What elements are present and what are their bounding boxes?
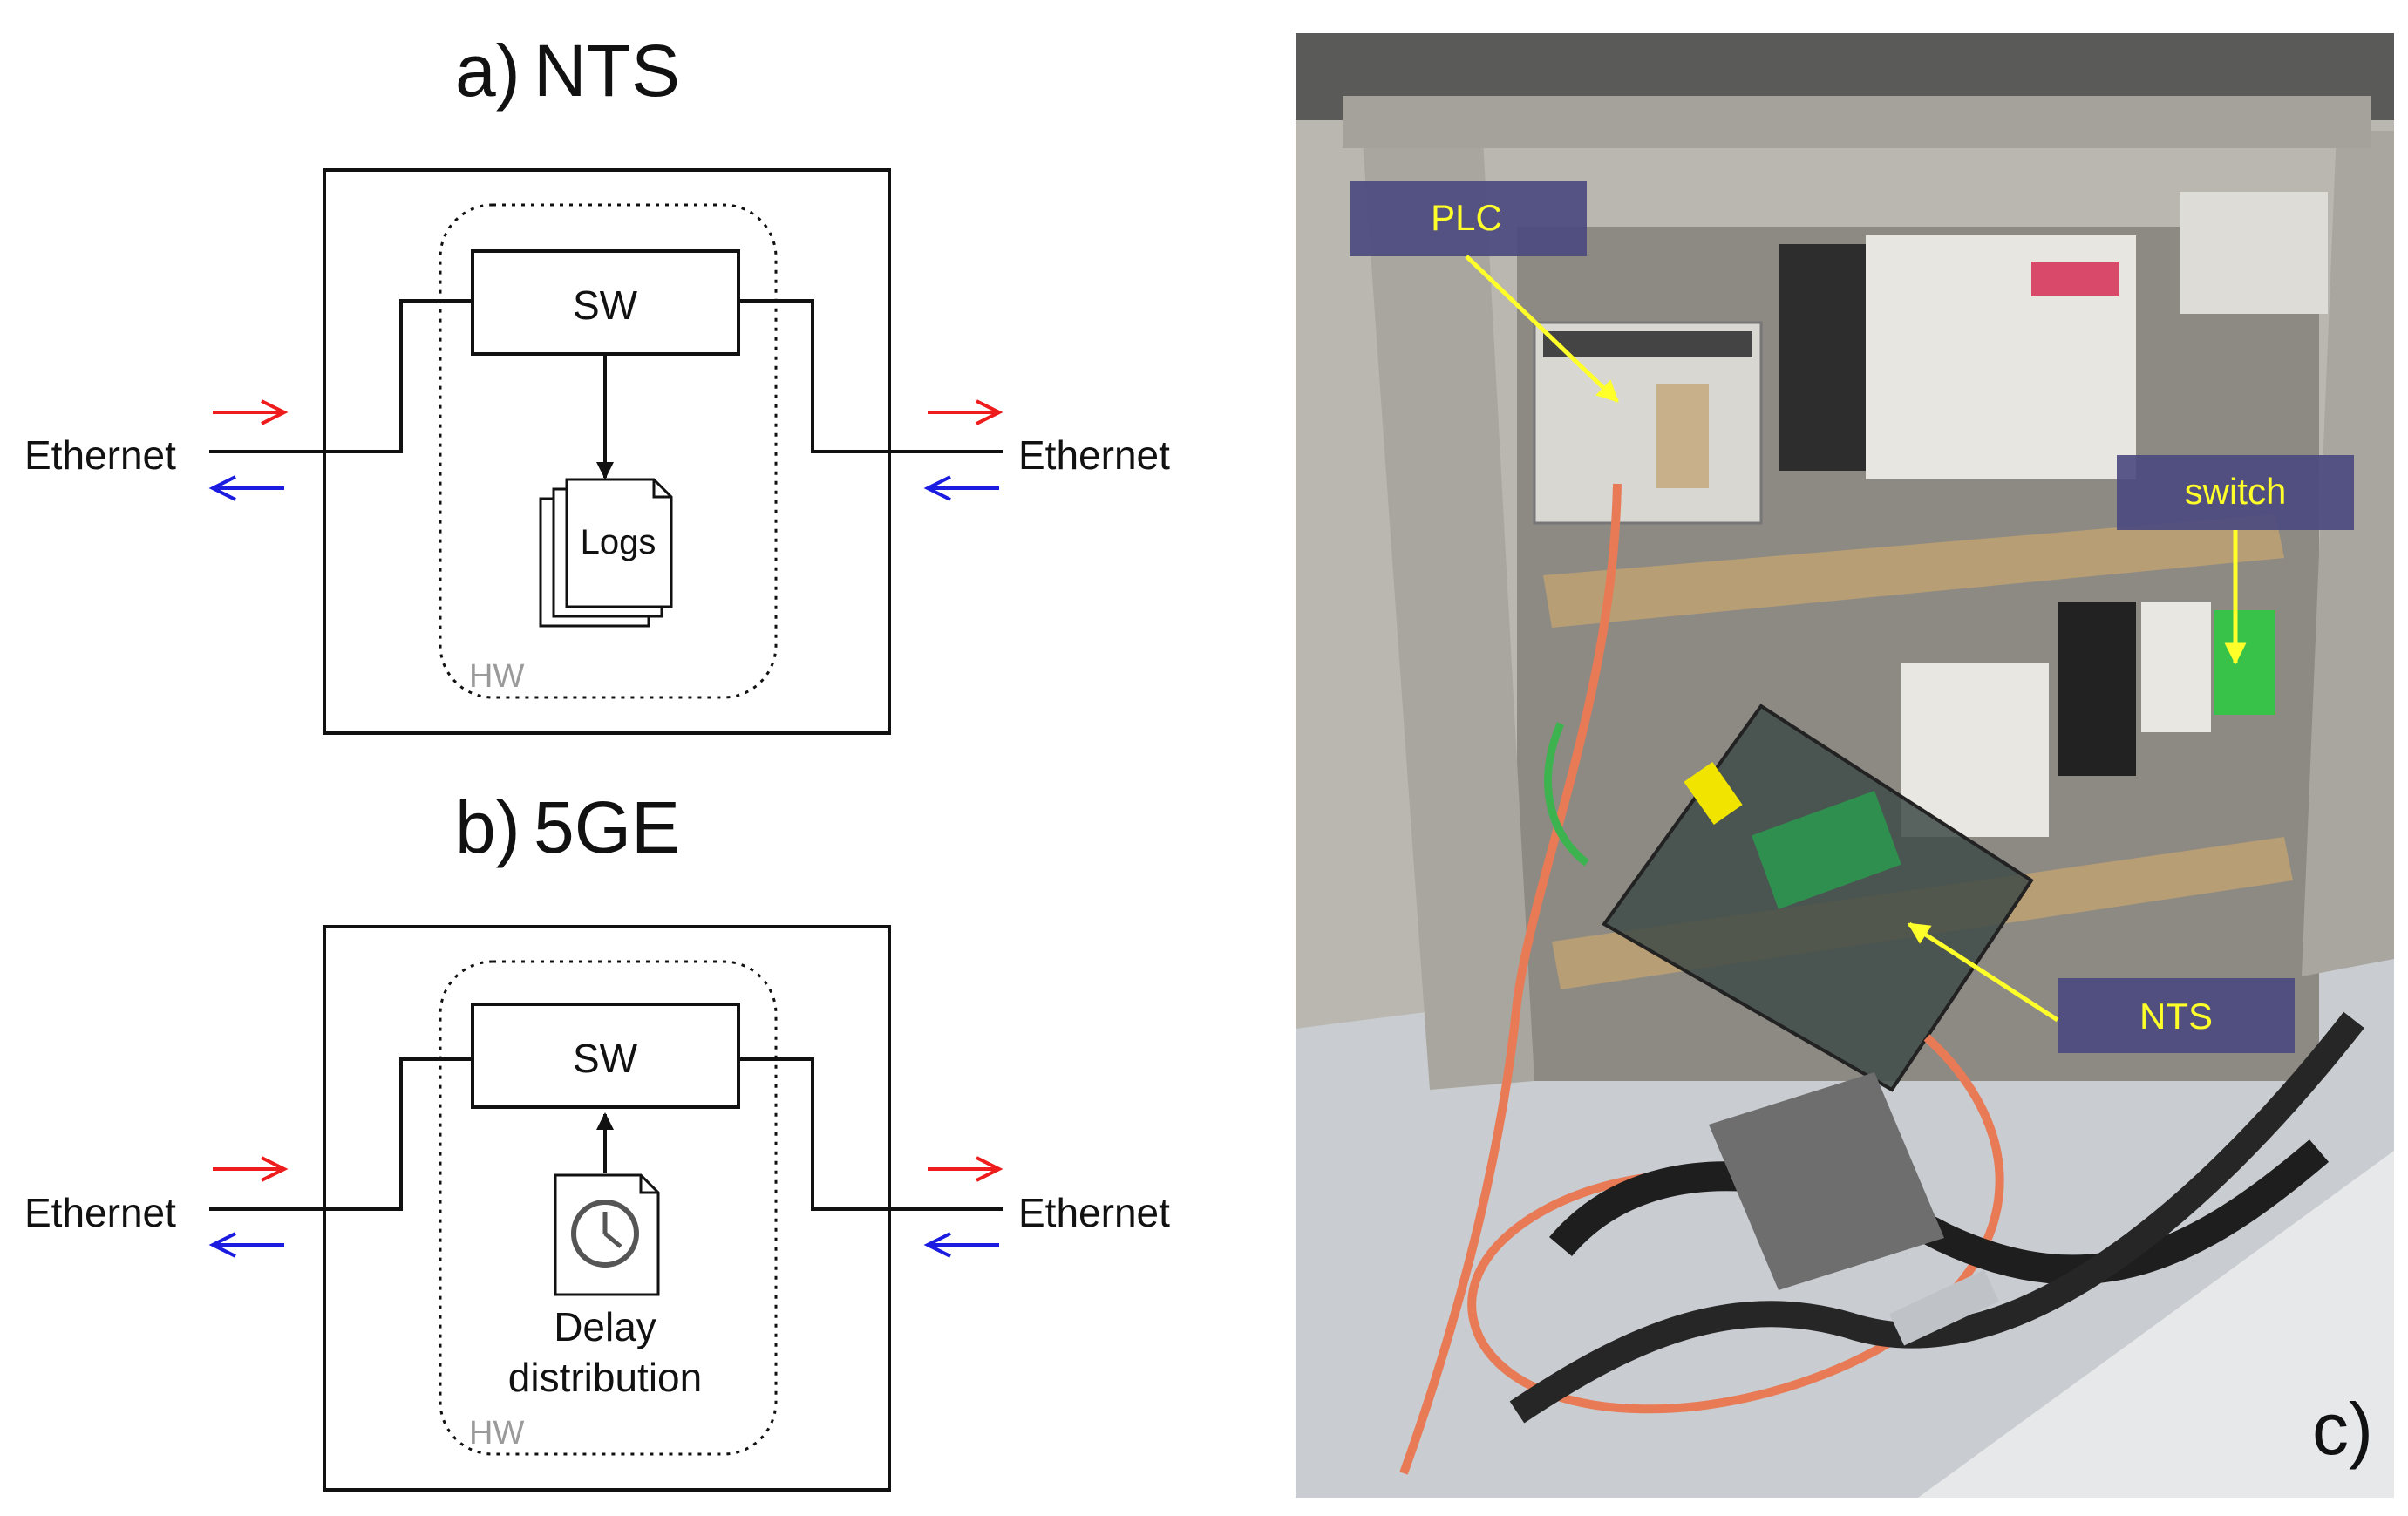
hw-label: HW xyxy=(469,1415,524,1451)
green-cable xyxy=(1544,722,1589,867)
hw-region xyxy=(439,203,778,699)
delay-label-line1: Delay xyxy=(554,1304,656,1349)
nts-cable xyxy=(1467,1034,2004,1414)
yellow-sticker xyxy=(1684,761,1743,826)
plc-plug xyxy=(1656,384,1709,488)
left-ethernet-label: Ethernet xyxy=(24,1190,176,1235)
right-ethernet-label: Ethernet xyxy=(1018,1190,1170,1235)
safety-relay xyxy=(2058,602,2136,776)
din-rail-upper xyxy=(1543,514,2284,628)
right-ethernet-label: Ethernet xyxy=(1018,432,1170,478)
callout-plc-arrow xyxy=(1465,255,1619,403)
right-arrows xyxy=(923,1156,1003,1258)
metal-bracket xyxy=(1889,1269,1999,1346)
panel-a: a) NTS HW SW Logs Ethernet Ethernet xyxy=(24,30,1170,735)
raspberry-pi-board xyxy=(1752,791,1901,909)
plc-cable xyxy=(1399,483,1622,1475)
switch-ports xyxy=(2214,610,2275,715)
sw-label: SW xyxy=(573,1036,638,1081)
sw-block xyxy=(471,1003,740,1109)
nts-enclosure xyxy=(1602,704,2034,1092)
panel-a-letter: a) xyxy=(455,30,520,112)
panel-a-title: NTS xyxy=(534,30,680,112)
sw-label: SW xyxy=(573,282,638,328)
callout-switch-label: switch xyxy=(2185,471,2287,512)
left-ethernet-label: Ethernet xyxy=(24,432,176,478)
relay-white xyxy=(2141,602,2211,732)
callout-switch: switch xyxy=(2117,455,2354,665)
panel-b: b) 5GE HW SW Delay distribution Ethernet… xyxy=(24,786,1170,1492)
callout-nts: NTS xyxy=(1907,921,2295,1053)
right-ethernet-wire xyxy=(738,1057,1003,1211)
panel-b-letter: b) xyxy=(455,786,520,868)
clock-icon xyxy=(571,1200,639,1268)
psu-lower xyxy=(1901,663,2049,837)
delay-label-line2: distribution xyxy=(508,1355,702,1400)
left-arrows xyxy=(208,399,289,501)
hw-label: HW xyxy=(469,658,524,695)
frame-left xyxy=(1360,105,1534,1090)
left-ethernet-wire xyxy=(209,299,473,453)
panel-c-label: c) xyxy=(2312,1388,2373,1470)
left-arrows xyxy=(208,1156,289,1258)
cabinet-door xyxy=(1918,1151,2394,1498)
connector-housing xyxy=(1709,1072,1944,1290)
callout-plc: PLC xyxy=(1350,181,1619,403)
io-red-strip xyxy=(2031,262,2119,296)
logs-document-icon xyxy=(539,478,673,628)
callout-nts-arrow xyxy=(1907,921,2059,1023)
right-arrows xyxy=(923,399,1003,501)
black-hose-2 xyxy=(1509,1011,2364,1424)
callout-nts-label: NTS xyxy=(2139,996,2213,1037)
panel-c-photo: PLC switch NTS c) xyxy=(1296,33,2394,1498)
left-ethernet-wire xyxy=(209,1057,473,1211)
frame-right xyxy=(2302,131,2394,976)
io-head xyxy=(1779,244,1866,471)
frame-top xyxy=(1343,96,2371,148)
panel-b-title: 5GE xyxy=(534,786,680,868)
power-supplies xyxy=(2180,192,2328,314)
right-ethernet-wire xyxy=(738,299,1003,453)
hw-region xyxy=(439,960,778,1456)
plc-terminals xyxy=(1543,331,1752,357)
logs-label: Logs xyxy=(581,523,656,561)
callout-plc-label: PLC xyxy=(1431,197,1502,238)
